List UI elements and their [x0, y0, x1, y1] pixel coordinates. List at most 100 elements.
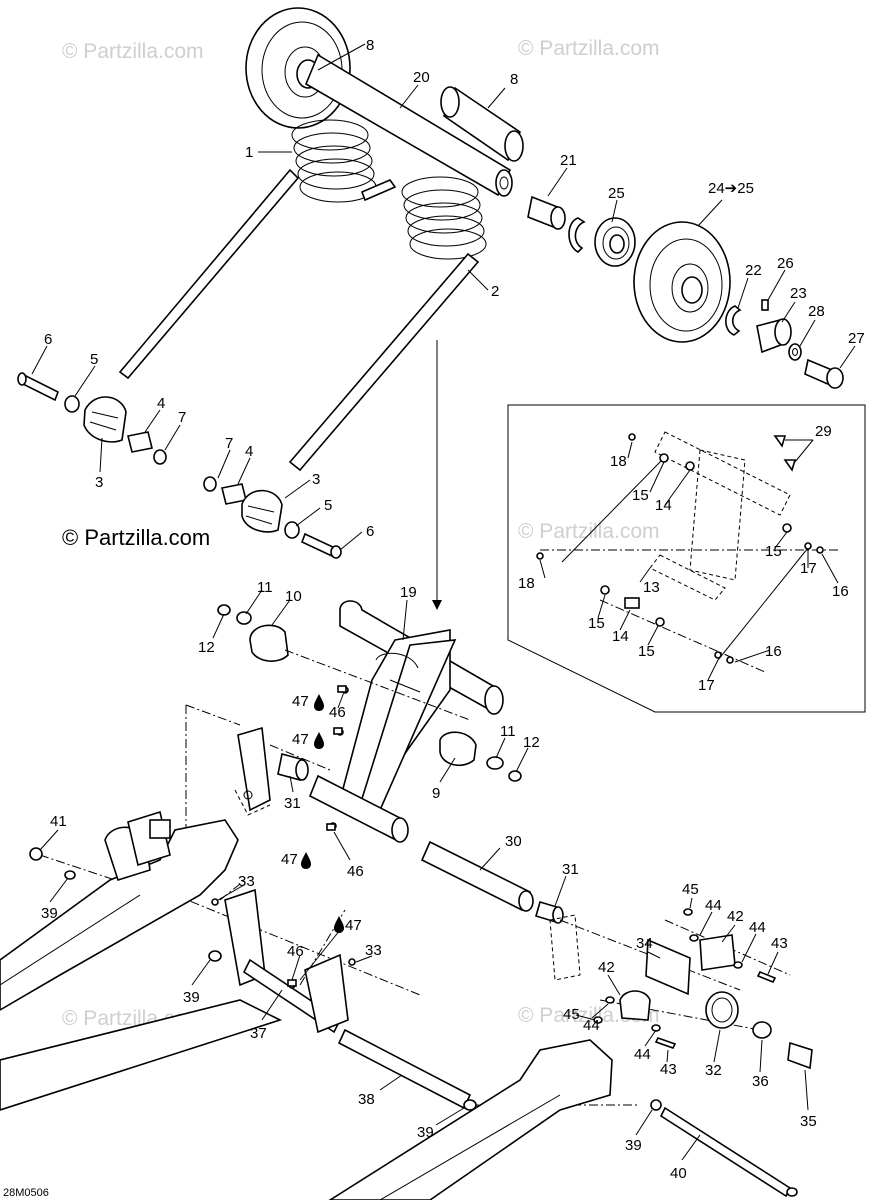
- callout-24-25: 24➔25: [708, 180, 754, 197]
- callout-46: 46: [347, 863, 364, 880]
- collar-23: [756, 299, 792, 354]
- washer-28: [788, 343, 802, 361]
- right-mount-assembly: [549, 908, 813, 1070]
- callout-16: 16: [832, 583, 849, 600]
- callout-6: 6: [366, 523, 374, 540]
- spring-1: [118, 119, 397, 380]
- bushing-31-right: [535, 901, 564, 924]
- spring-2: [288, 176, 487, 472]
- watermark: © Partzilla.com: [518, 37, 660, 60]
- bushing-21: [527, 195, 566, 230]
- callout-8: 8: [366, 37, 374, 54]
- swing-arm-19: [308, 600, 504, 843]
- circlip: [568, 217, 586, 253]
- callout-39: 39: [41, 905, 58, 922]
- callout-4: 4: [157, 395, 165, 412]
- oil-drop-icon: [314, 732, 324, 749]
- callout-37: 37: [250, 1025, 267, 1042]
- callout-31: 31: [562, 861, 579, 878]
- callout-34: 34: [636, 935, 653, 952]
- bearing-25: [594, 217, 636, 267]
- watermark: © Partzilla.com: [62, 40, 204, 63]
- callout-44: 44: [749, 919, 766, 936]
- stopper-9: [439, 731, 522, 782]
- leader-lines: [31, 43, 856, 1161]
- circlip-22: [725, 305, 742, 336]
- drawing-code: 28M0506: [3, 1187, 49, 1199]
- callout-30: 30: [505, 833, 522, 850]
- callout-31: 31: [284, 795, 301, 812]
- rear-mount-bracket: [234, 726, 271, 816]
- callout-3: 3: [312, 471, 320, 488]
- callout-20: 20: [413, 69, 430, 86]
- callout-8: 8: [510, 71, 518, 88]
- callout-15: 15: [588, 615, 605, 632]
- callout-47: 47: [292, 693, 309, 710]
- callout-10: 10: [285, 588, 302, 605]
- callout-11: 11: [500, 723, 516, 740]
- inset-box: [507, 404, 866, 713]
- callout-15: 15: [638, 643, 655, 660]
- callout-7: 7: [225, 435, 233, 452]
- callout-3: 3: [95, 474, 103, 491]
- callout-32: 32: [705, 1062, 722, 1079]
- callout-44: 44: [634, 1046, 651, 1063]
- callout-2: 2: [491, 283, 499, 300]
- oil-drop-icon: [334, 916, 344, 933]
- callout-47: 47: [292, 731, 309, 748]
- callout-29: 29: [815, 423, 832, 440]
- callout-15: 15: [632, 487, 649, 504]
- callout-16: 16: [765, 643, 782, 660]
- callout-39: 39: [625, 1137, 642, 1154]
- tube-30: [420, 840, 534, 912]
- oil-drop-icon: [314, 694, 324, 711]
- callout-46: 46: [287, 943, 304, 960]
- callout-12: 12: [523, 734, 540, 751]
- top-wheel-8: [245, 7, 351, 129]
- stopper-10: [217, 604, 471, 721]
- callout-9: 9: [432, 785, 440, 802]
- callout-5: 5: [324, 497, 332, 514]
- callout-33: 33: [238, 873, 255, 890]
- grease-fittings: [287, 685, 347, 987]
- callout-35: 35: [800, 1113, 817, 1130]
- left-rail: [0, 810, 239, 1011]
- spacer-tube-8: [440, 86, 524, 162]
- callout-14: 14: [655, 497, 672, 514]
- bolt-27: [804, 358, 844, 389]
- axle-20: [304, 53, 513, 197]
- cross-shaft-37: [208, 888, 356, 1034]
- oil-drop-icon: [301, 852, 311, 869]
- callout-labels: 8 20 8 1 2 21 25 24➔25 22 26 23 28 27 6 …: [41, 37, 865, 1182]
- left-spring-hardware: [17, 372, 167, 465]
- callout-42: 42: [598, 959, 615, 976]
- callout-17: 17: [698, 677, 715, 694]
- callout-22: 22: [745, 262, 762, 279]
- callout-46: 46: [329, 704, 346, 721]
- callout-14: 14: [612, 628, 629, 645]
- bushing-31-left: [277, 753, 309, 781]
- callout-44: 44: [705, 897, 722, 914]
- rod-40: [650, 1099, 798, 1198]
- callout-39: 39: [183, 989, 200, 1006]
- callout-28: 28: [808, 303, 825, 320]
- callout-15: 15: [765, 543, 782, 560]
- arrow-head: [432, 600, 442, 610]
- callout-12: 12: [198, 639, 215, 656]
- callout-41: 41: [50, 813, 67, 830]
- callout-5: 5: [90, 351, 98, 368]
- callout-26: 26: [777, 255, 794, 272]
- callout-42: 42: [727, 908, 744, 925]
- bottom-rail: [0, 999, 613, 1200]
- callout-39: 39: [417, 1124, 434, 1141]
- callout-47: 47: [281, 851, 298, 868]
- callout-19: 19: [400, 584, 417, 601]
- callout-43: 43: [771, 935, 788, 952]
- watermarks: © Partzilla.com © Partzilla.com © Partzi…: [62, 37, 660, 1030]
- right-spring-hardware: [203, 476, 342, 559]
- callout-36: 36: [752, 1073, 769, 1090]
- callout-1: 1: [245, 144, 253, 161]
- callout-23: 23: [790, 285, 807, 302]
- watermark-dark: © Partzilla.com: [62, 525, 210, 550]
